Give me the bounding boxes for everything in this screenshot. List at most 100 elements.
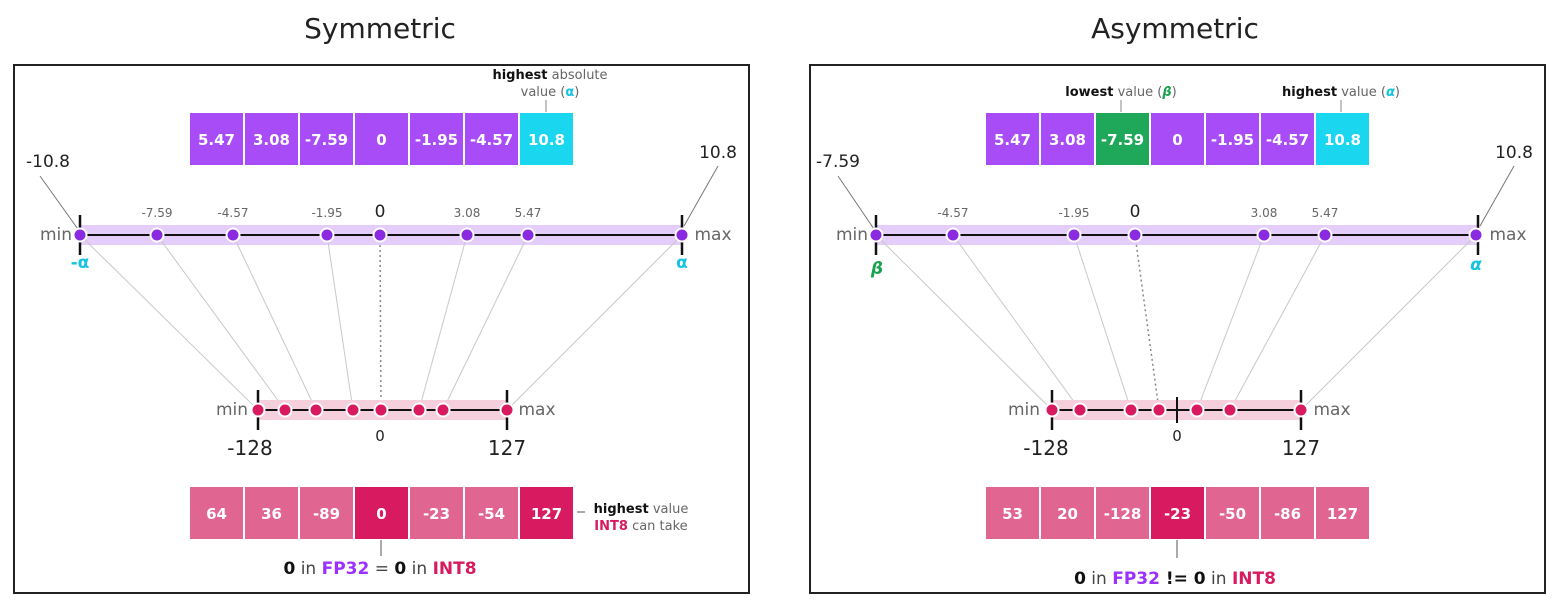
symmetric-int8-cell	[190, 487, 243, 539]
symmetric-fp32-cell	[410, 113, 463, 165]
asymmetric-fp32-cell-value: 5.47	[994, 131, 1031, 149]
asymmetric-frame	[809, 64, 1546, 594]
asymmetric-fp32-cell	[1041, 113, 1094, 165]
symmetric-fp32-dot	[225, 227, 241, 243]
symmetric-int8-cell-value: -89	[313, 505, 340, 523]
symmetric-int8-dot	[499, 402, 515, 418]
asymmetric-int8-dot	[1044, 402, 1060, 418]
symmetric-fp32-cell	[355, 113, 408, 165]
asymmetric-int8-cell	[1261, 487, 1314, 539]
asymmetric-int8-dot	[1072, 402, 1088, 418]
symmetric-tick-label: 3.08	[454, 206, 481, 220]
symmetric-int8-cell-value: -23	[423, 505, 450, 523]
symmetric-fp32-dot	[372, 227, 388, 243]
symmetric-int8-cell	[410, 487, 463, 539]
symmetric-fp32-cell-value: 3.08	[253, 131, 290, 149]
asymmetric-int8-cell-value: -50	[1219, 505, 1246, 523]
symmetric-connector	[442, 234, 529, 411]
asymmetric-tick-label: -1.95	[1058, 206, 1089, 220]
symmetric-int8-dot	[345, 402, 361, 418]
asymmetric-fp32-cell-value: 3.08	[1049, 131, 1086, 149]
symmetric-fp32-dot	[149, 227, 165, 243]
asymmetric-range-right: 10.8	[1495, 143, 1533, 163]
symmetric-title: Symmetric	[304, 12, 456, 45]
symmetric-int8-note-line1: highest value	[594, 502, 689, 517]
symmetric-int8-dot	[373, 402, 389, 418]
symmetric-int8-dot	[250, 402, 266, 418]
symmetric-alpha-note-line2: value (α)	[521, 85, 580, 100]
symmetric-int8-cell-value: 36	[261, 505, 282, 523]
asymmetric-fp32-cell	[1261, 113, 1314, 165]
asymmetric-int8-dot	[1189, 402, 1205, 418]
symmetric-connector	[418, 234, 468, 411]
symmetric-fp32-dot	[520, 227, 536, 243]
asymmetric-fp32-dot	[868, 227, 884, 243]
asymmetric-connector	[1134, 234, 1160, 411]
symmetric-fp32-cell	[520, 113, 573, 165]
symmetric-int8-note-line2: INT8 can take	[594, 519, 687, 534]
asymmetric-fp32-cell	[986, 113, 1039, 165]
asymmetric-int8-dot	[1293, 402, 1309, 418]
asymmetric-int8-left: -128	[1023, 436, 1068, 460]
asymmetric-int8-zero: 0	[1172, 427, 1182, 445]
asymmetric-int8-cell-value: -86	[1274, 505, 1301, 523]
asymmetric-int8-cell-value: 53	[1002, 505, 1023, 523]
symmetric-connector	[506, 234, 683, 411]
asymmetric-connectors	[875, 234, 1477, 411]
asymmetric-connector	[1196, 234, 1265, 411]
symmetric-connector	[232, 234, 317, 411]
symmetric-max-label: max	[694, 225, 731, 245]
symmetric-int8-cell	[465, 487, 518, 539]
symmetric-int8-max-label: max	[518, 400, 555, 420]
asymmetric-fp32-cell	[1151, 113, 1204, 165]
asymmetric-connector	[1300, 234, 1477, 411]
symmetric-neg-alpha: -α	[71, 253, 90, 273]
asymmetric-beta-note: lowest value (β)	[1065, 85, 1176, 100]
symmetric-int8-dot	[277, 402, 293, 418]
symmetric-range-left: -10.8	[26, 152, 70, 172]
symmetric-fp32-dot	[72, 227, 88, 243]
asymmetric-int8-cell	[1041, 487, 1094, 539]
asymmetric-min-label: min	[836, 225, 868, 245]
asymmetric-fp32-dot	[1317, 227, 1333, 243]
asymmetric-int8-cell	[1096, 487, 1149, 539]
asymmetric-fp32-dot	[1256, 227, 1272, 243]
symmetric-panel: Symmetric highest absolute value (α) 5.4…	[13, 12, 750, 594]
symmetric-fp32-cell	[190, 113, 243, 165]
symmetric-frame	[13, 64, 750, 594]
symmetric-fp32-cell-value: 0	[376, 131, 386, 149]
asymmetric-connector	[1073, 234, 1132, 411]
symmetric-fp32-cell	[300, 113, 353, 165]
asymmetric-int8-cell-value: 127	[1327, 505, 1358, 523]
symmetric-int8-right: 127	[488, 436, 526, 460]
symmetric-fp32-cell-value: -7.59	[305, 131, 348, 149]
asymmetric-range-right-leader	[1479, 165, 1515, 227]
asymmetric-int8-cell-value: 20	[1057, 505, 1078, 523]
asymmetric-int8-dot	[1151, 402, 1167, 418]
asymmetric-connector	[952, 234, 1081, 411]
symmetric-int8-left: -128	[227, 436, 272, 460]
asymmetric-fp32-cell	[1206, 113, 1259, 165]
asymmetric-bottom-caption: 0 in FP32 != 0 in INT8	[1074, 569, 1276, 589]
asymmetric-fp32-cell-value: 10.8	[1324, 131, 1361, 149]
asymmetric-fp32-dot	[945, 227, 961, 243]
asymmetric-panel: Asymmetric lowest value (β) highest valu…	[809, 12, 1546, 594]
asymmetric-int8-max-label: max	[1313, 400, 1350, 420]
symmetric-tick-label: -7.59	[141, 206, 172, 220]
asymmetric-fp32-cell	[1096, 113, 1149, 165]
symmetric-int8-cell-value: -54	[478, 505, 505, 523]
symmetric-int8-cell-value: 0	[376, 505, 386, 523]
symmetric-int8-cell	[300, 487, 353, 539]
asymmetric-fp32-cell	[1316, 113, 1369, 165]
symmetric-int8-cell-value: 64	[206, 505, 227, 523]
symmetric-tick-label: -1.95	[311, 206, 342, 220]
symmetric-int8-cell	[245, 487, 298, 539]
symmetric-int8-cell-value: 127	[531, 505, 562, 523]
asymmetric-int8-cell	[1151, 487, 1204, 539]
asymmetric-int8-dots	[1044, 402, 1309, 418]
asymmetric-int8-cell	[1206, 487, 1259, 539]
